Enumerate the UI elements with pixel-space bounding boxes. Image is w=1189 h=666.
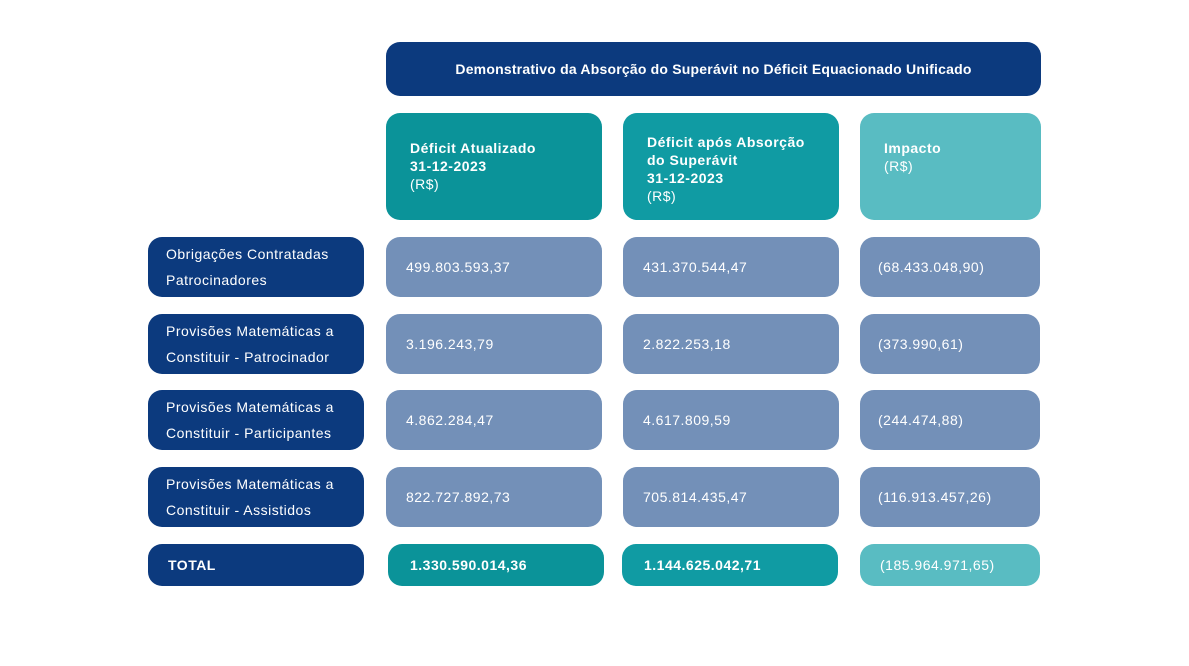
value-cell: 822.727.892,73 xyxy=(386,467,602,527)
header-unit: (R$) xyxy=(410,176,440,192)
row-label-participantes: Provisões Matemáticas a Constituir - Par… xyxy=(148,390,364,450)
header-line: Impacto xyxy=(884,140,942,156)
row-label-line: Constituir - Participantes xyxy=(166,425,332,441)
row-label-line: Constituir - Patrocinador xyxy=(166,349,330,365)
value-cell: (373.990,61) xyxy=(860,314,1040,374)
header-impacto: Impacto (R$) xyxy=(860,113,1041,220)
value-cell: 431.370.544,47 xyxy=(623,237,839,297)
row-label-line: Obrigações Contratadas xyxy=(166,246,329,262)
header-line: do Superávit xyxy=(647,152,738,168)
row-label-line: Constituir - Assistidos xyxy=(166,502,312,518)
header-unit: (R$) xyxy=(647,188,677,204)
total-value-deficit-atualizado: 1.330.590.014,36 xyxy=(388,544,604,586)
value-cell: 2.822.253,18 xyxy=(623,314,839,374)
row-label-line: Provisões Matemáticas a xyxy=(166,399,334,415)
total-value-impacto: (185.964.971,65) xyxy=(860,544,1040,586)
row-label-patrocinador: Provisões Matemáticas a Constituir - Pat… xyxy=(148,314,364,374)
header-line: 31-12-2023 xyxy=(647,170,724,186)
header-deficit-atualizado: Déficit Atualizado 31-12-2023 (R$) xyxy=(386,113,602,220)
total-label: TOTAL xyxy=(148,544,364,586)
header-line: 31-12-2023 xyxy=(410,158,487,174)
header-line: Déficit Atualizado xyxy=(410,140,536,156)
header-unit: (R$) xyxy=(884,158,914,174)
total-value-deficit-apos-absorcao: 1.144.625.042,71 xyxy=(622,544,838,586)
value-cell: 499.803.593,37 xyxy=(386,237,602,297)
value-cell: 4.862.284,47 xyxy=(386,390,602,450)
value-cell: 3.196.243,79 xyxy=(386,314,602,374)
value-cell: (68.433.048,90) xyxy=(860,237,1040,297)
header-deficit-apos-absorcao: Déficit após Absorção do Superávit 31-12… xyxy=(623,113,839,220)
row-label-line: Provisões Matemáticas a xyxy=(166,476,334,492)
value-cell: (244.474,88) xyxy=(860,390,1040,450)
row-label-line: Patrocinadores xyxy=(166,272,268,288)
header-line: Déficit após Absorção xyxy=(647,134,805,150)
row-label-assistidos: Provisões Matemáticas a Constituir - Ass… xyxy=(148,467,364,527)
value-cell: 4.617.809,59 xyxy=(623,390,839,450)
table-title: Demonstrativo da Absorção do Superávit n… xyxy=(386,42,1041,96)
row-label-line: Provisões Matemáticas a xyxy=(166,323,334,339)
value-cell: (116.913.457,26) xyxy=(860,467,1040,527)
row-label-obrigacoes: Obrigações Contratadas Patrocinadores xyxy=(148,237,364,297)
value-cell: 705.814.435,47 xyxy=(623,467,839,527)
